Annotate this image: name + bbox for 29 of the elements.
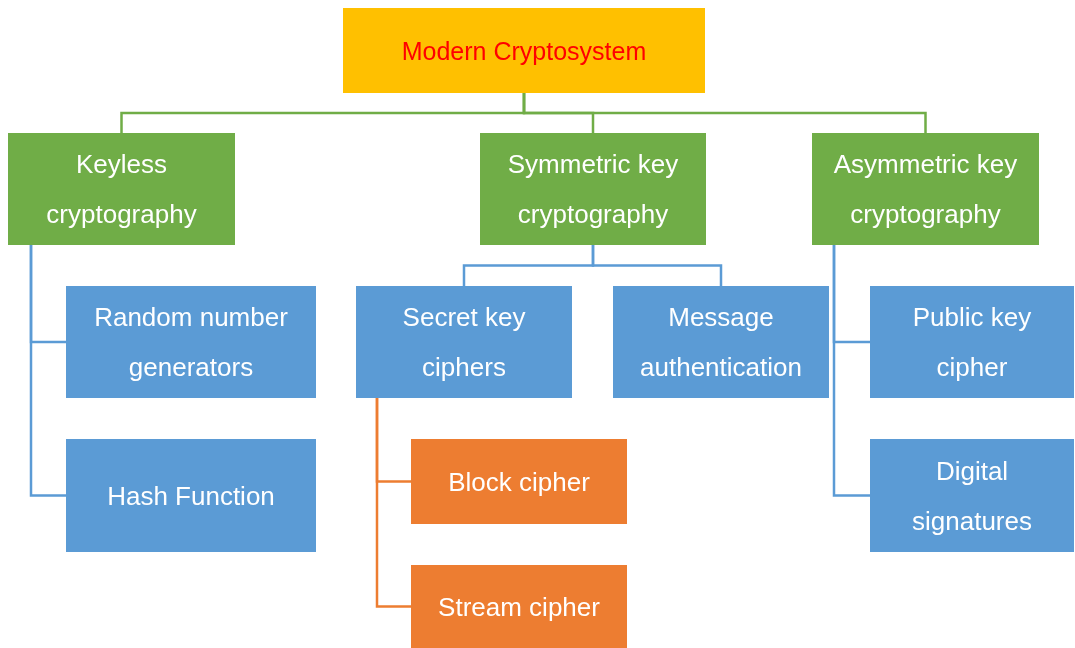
box-label: Keyless cryptography [45,148,198,231]
box-label: Public key cipher [911,301,1033,384]
box-label: Block cipher [448,465,590,499]
connector-line [591,245,723,286]
category-box [411,565,627,648]
connector-line [522,93,927,133]
box-label: Hash Function [107,479,275,513]
box-label: Random number generators [93,301,289,384]
connector-line [29,245,66,497]
category-box [66,439,316,552]
box-label: Secret key ciphers [401,301,527,384]
category-box [870,286,1074,398]
box-label: Digital signatures [911,454,1033,538]
title-box [343,8,705,93]
box-label: Modern Cryptosystem [401,35,647,67]
category-box [411,439,627,524]
category-box [613,286,829,398]
category-box [8,133,235,245]
box-label: Symmetric key cryptography [506,148,680,231]
connector-line [832,245,870,497]
category-box [66,286,316,398]
category-box [812,133,1039,245]
category-box [480,133,706,245]
box-label: Asymmetric key cryptography [832,148,1019,231]
category-box [356,286,572,398]
box-label: Message authentication [639,301,803,384]
box-label: Stream cipher [438,590,600,624]
connector-line [375,398,411,608]
category-box [870,439,1074,552]
